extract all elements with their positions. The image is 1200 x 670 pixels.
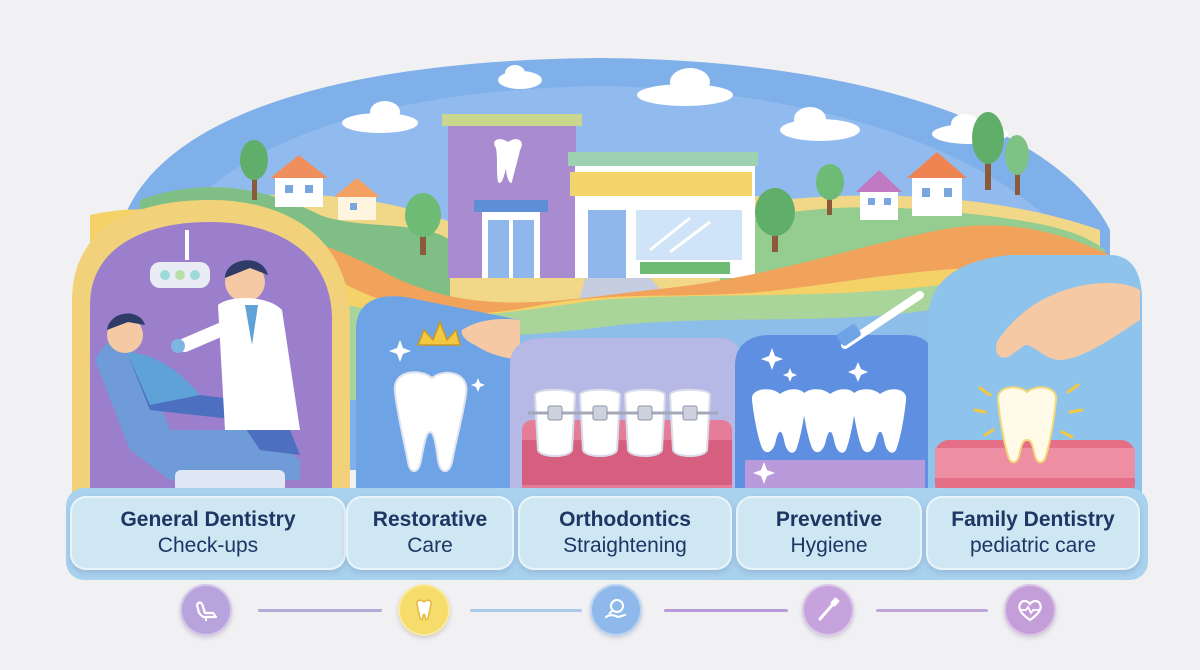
dentist-with-patient: [95, 230, 300, 492]
tree-icon: [240, 112, 1029, 255]
card-restorative[interactable]: Restorative Care: [346, 496, 514, 570]
card-title: Restorative: [372, 508, 488, 531]
tooth-icon[interactable]: [398, 584, 450, 636]
tooth-icon: [494, 139, 522, 183]
hand-icon: [995, 282, 1140, 360]
tooth-icon: [393, 371, 468, 473]
clean-teeth-icon: [751, 389, 907, 453]
dental-chair-icon[interactable]: [180, 584, 232, 636]
crown-icon: [416, 319, 461, 346]
hand-icon: [461, 319, 520, 360]
connector-line: [470, 609, 582, 612]
card-subtitle: Straightening: [563, 534, 687, 557]
dental-clinic-building: [442, 114, 758, 278]
card-orthodontics[interactable]: Orthodontics Straightening: [518, 496, 732, 570]
toothbrush-icon: [837, 291, 924, 349]
card-subtitle: Care: [407, 534, 453, 557]
glow-lines: [973, 383, 1084, 439]
sparkle-icon: [753, 348, 868, 484]
card-subtitle: pediatric care: [969, 534, 1097, 557]
dental-care-icon[interactable]: [590, 584, 642, 636]
card-title: General Dentistry: [120, 508, 296, 531]
sparkle-icon: [389, 340, 485, 392]
toothbrush-icon[interactable]: [802, 584, 854, 636]
card-preventive[interactable]: Preventive Hygiene: [736, 496, 922, 570]
card-title: Family Dentistry: [951, 508, 1115, 531]
child-tooth-icon: [996, 386, 1058, 464]
connector-line: [258, 609, 382, 612]
card-title: Orthodontics: [559, 508, 691, 531]
card-subtitle: Hygiene: [790, 534, 868, 557]
connector-line: [876, 609, 988, 612]
card-family-dentistry[interactable]: Family Dentistry pediatric care: [926, 496, 1140, 570]
card-title: Preventive: [775, 508, 883, 531]
braces-teeth-icon: [528, 388, 718, 457]
card-subtitle: Check-ups: [157, 534, 259, 557]
heart-pulse-icon[interactable]: [1004, 584, 1056, 636]
connector-line: [664, 609, 788, 612]
house-icon: [270, 152, 967, 220]
card-general-dentistry[interactable]: General Dentistry Check-ups: [70, 496, 346, 570]
